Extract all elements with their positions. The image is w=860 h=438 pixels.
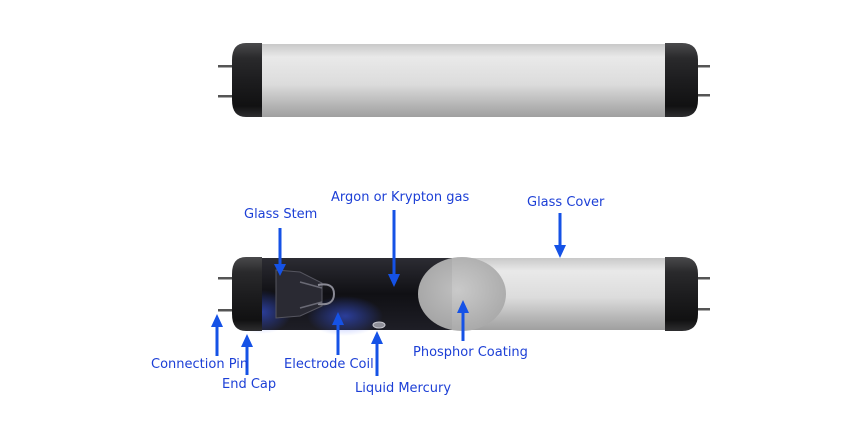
top-right-end-cap — [665, 43, 698, 117]
blue-glow-right — [307, 296, 383, 336]
label-electrode-coil: Electrode Coil — [284, 357, 374, 372]
arrow-electrode-coil — [332, 312, 344, 355]
electrode-coil — [317, 283, 336, 306]
top-left-pin-lower — [218, 95, 234, 98]
bottom-left-end-cap — [232, 257, 262, 331]
top-glass-body — [252, 44, 672, 117]
label-connection-pin: Connection Pin — [151, 357, 249, 372]
arrow-argon-gas — [388, 210, 400, 287]
label-glass-stem: Glass Stem — [244, 207, 318, 222]
bottom-right-pin-lower — [696, 308, 710, 311]
bottom-right-pin-upper — [696, 277, 710, 280]
top-left-pin-upper — [218, 65, 234, 68]
callout-arrows — [211, 210, 566, 376]
arrow-liquid-mercury — [371, 331, 383, 376]
arrow-glass-cover — [554, 213, 566, 258]
label-liquid-mercury: Liquid Mercury — [355, 381, 452, 396]
label-end-cap: End Cap — [222, 377, 277, 392]
top-right-pin-upper — [696, 65, 710, 68]
top-left-end-cap — [232, 43, 262, 117]
arrow-connection-pin — [211, 314, 223, 356]
electrode-lead — [299, 281, 323, 309]
phosphor-patch — [418, 257, 506, 331]
top-tube — [218, 43, 710, 117]
label-glass-cover: Glass Cover — [527, 195, 605, 210]
arrow-end-cap — [241, 334, 253, 375]
bottom-right-end-cap — [665, 257, 698, 331]
top-right-pin-lower — [696, 94, 710, 97]
bottom-left-pin-upper — [218, 277, 234, 280]
arrow-phosphor-coating — [457, 300, 469, 341]
arrow-glass-stem — [274, 228, 286, 276]
label-argon-gas: Argon or Krypton gas — [331, 190, 470, 205]
mercury-drop — [372, 321, 386, 329]
bottom-left-pin-lower — [218, 309, 234, 312]
glass-stem — [275, 269, 323, 319]
label-phosphor-coating: Phosphor Coating — [413, 345, 528, 360]
